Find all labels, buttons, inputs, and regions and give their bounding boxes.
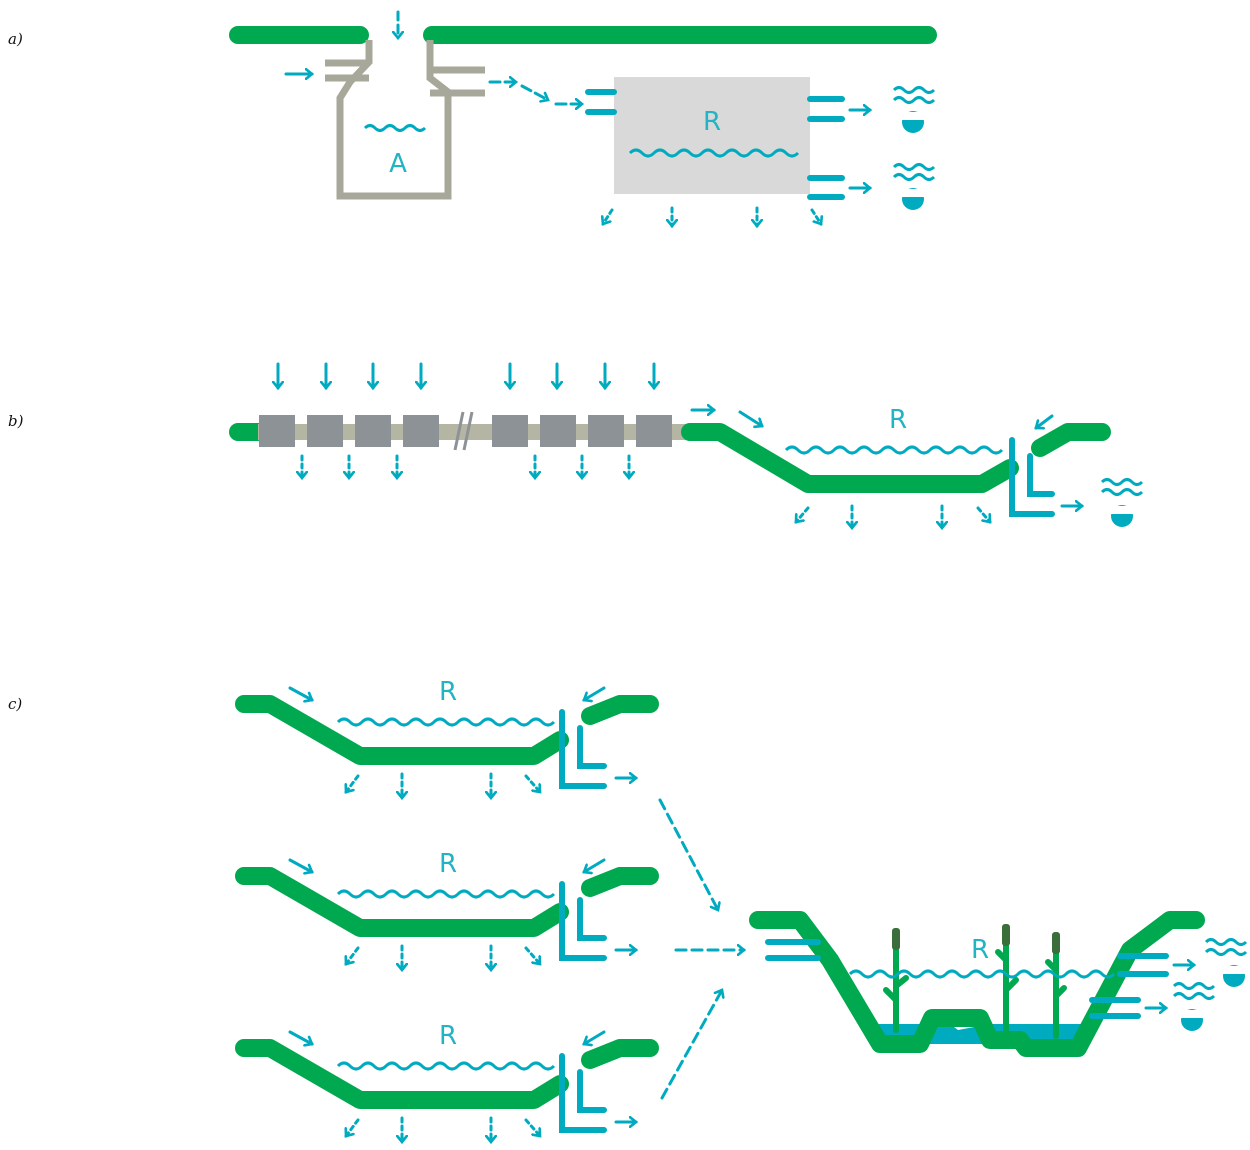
flow-arrow-icon [284, 10, 870, 188]
panel-label-b: b) [8, 412, 24, 430]
infiltration-arrow-icon [603, 206, 821, 226]
wetland-label: R [971, 935, 989, 965]
basin-label-3: R [439, 1021, 457, 1051]
panel-a: A R [229, 10, 937, 226]
reservoir-pipes [585, 89, 845, 200]
retention-reservoir [614, 77, 810, 194]
permeable-pavers [259, 415, 672, 447]
swale-water-icon [784, 445, 1004, 455]
constructed-wetland [749, 911, 1205, 1057]
infiltration-arrow-icon [302, 454, 992, 528]
panel-c: R R [235, 677, 1248, 1142]
basin-2 [235, 858, 659, 970]
flow-arrow-icon [658, 798, 744, 1100]
basin-1 [235, 686, 659, 798]
water-body-icon [1100, 478, 1144, 527]
sedimentation-chamber [325, 40, 485, 200]
reservoir-label-b: R [889, 405, 907, 435]
basin-label-1: R [439, 677, 457, 707]
break-mark-icon [453, 411, 474, 451]
outlet-structure [1009, 437, 1055, 517]
basin-3 [235, 1030, 659, 1142]
flow-arrow-icon [690, 410, 1082, 506]
swale-profile [681, 423, 1111, 493]
chamber-water-icon [363, 124, 427, 132]
reservoir-label-a: R [703, 107, 721, 137]
panel-b: R [229, 362, 1144, 528]
water-body-icon [1172, 938, 1248, 1031]
panel-label-c: c) [8, 695, 23, 713]
downward-arrow-icon [278, 362, 654, 388]
chamber-label: A [389, 149, 407, 179]
basin-label-2: R [439, 849, 457, 879]
panel-label-a: a) [8, 30, 23, 48]
water-body-icon [892, 86, 936, 210]
reservoir-water-icon [628, 148, 800, 158]
